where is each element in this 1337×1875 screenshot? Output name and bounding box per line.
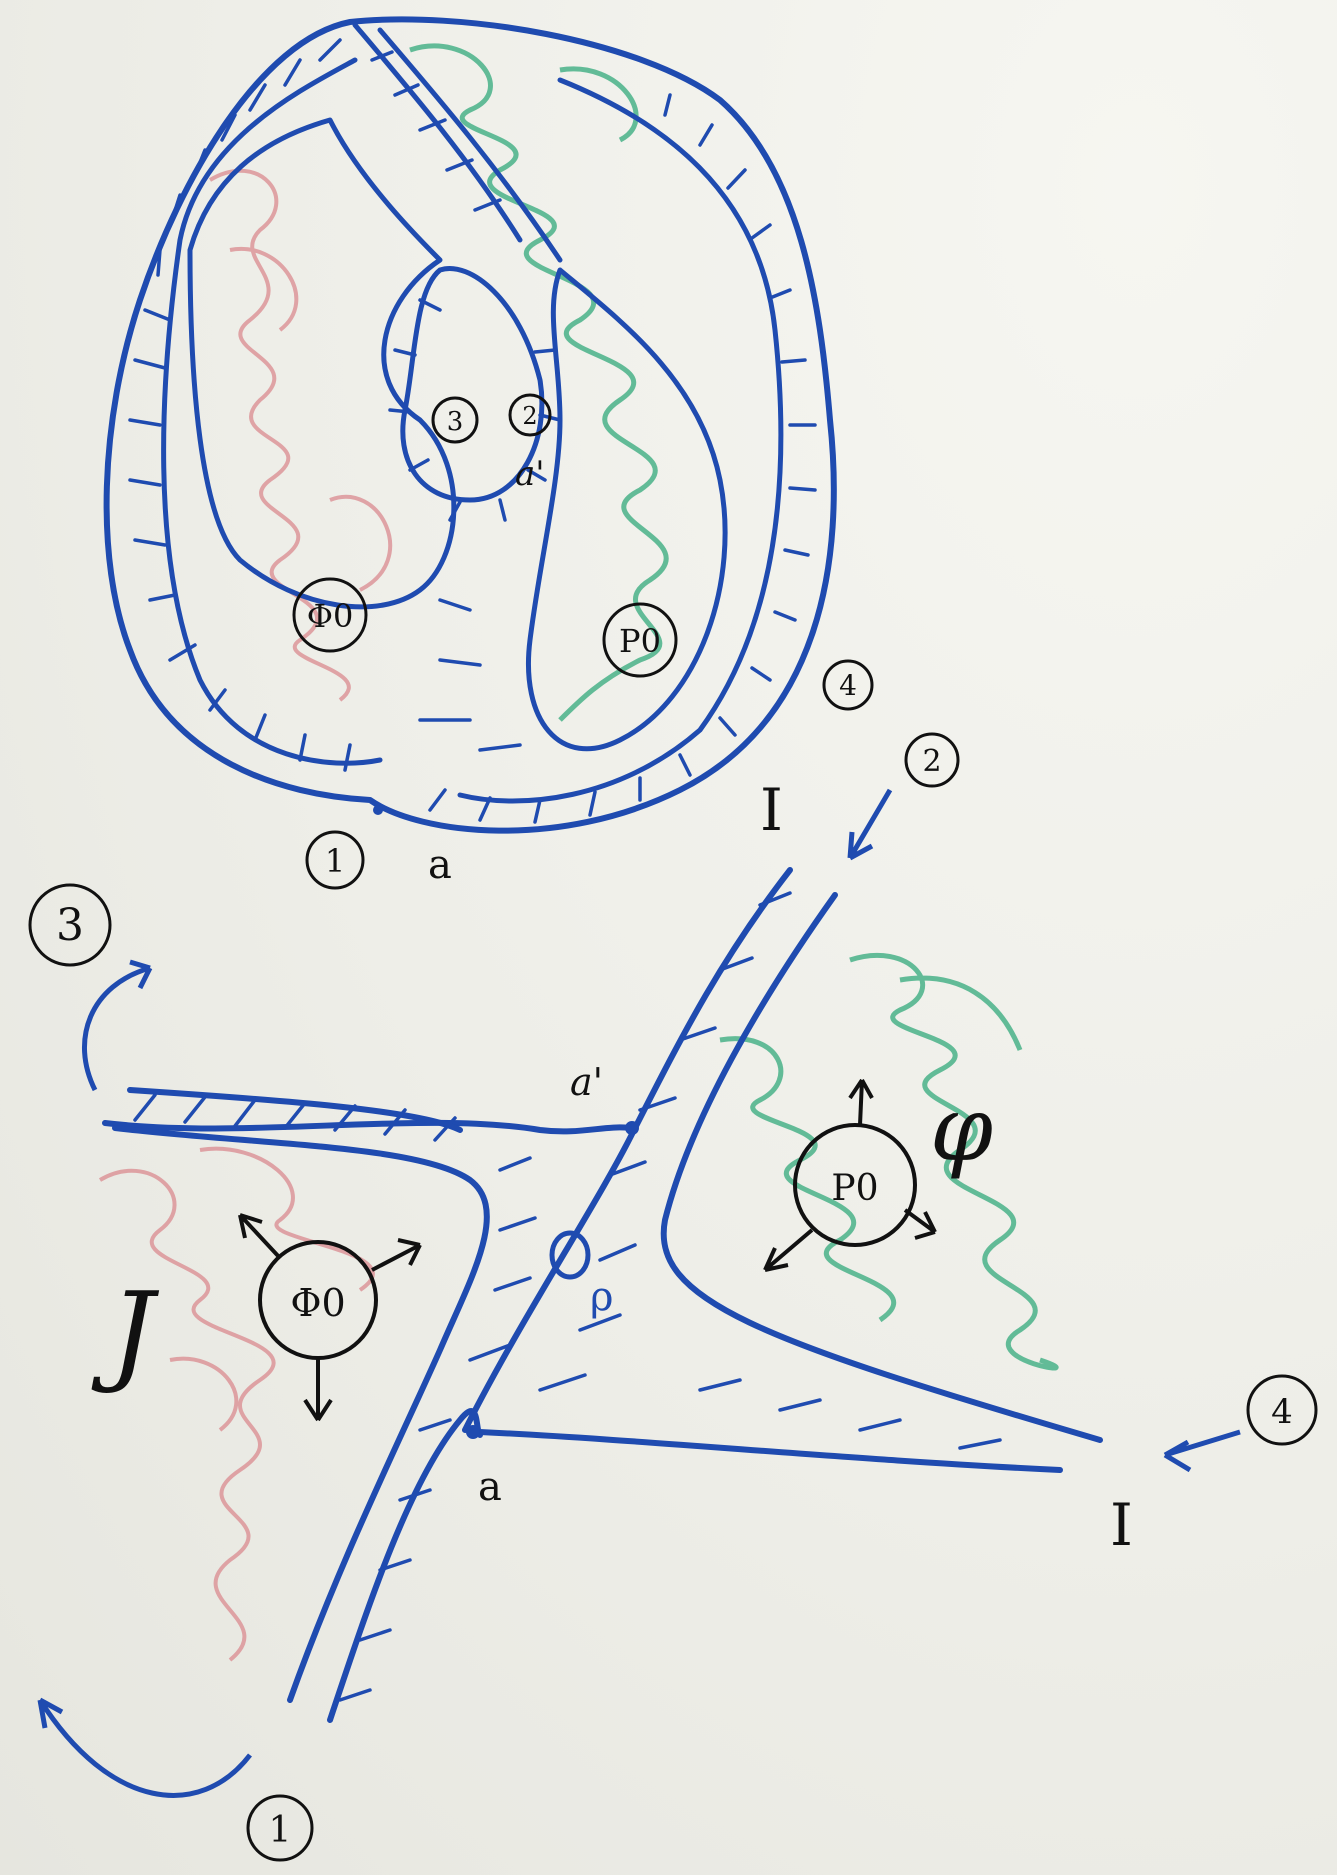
svg-text:2: 2 [522, 402, 537, 430]
bottom-point-a-label: a [478, 1464, 502, 1510]
top-inner-label-3: 3 [433, 398, 477, 442]
svg-text:4: 4 [839, 669, 857, 702]
svg-text:P0: P0 [619, 622, 661, 660]
svg-text:2: 2 [922, 744, 941, 779]
bottom-number-1-arrow: 1 [40, 1700, 312, 1860]
bottom-diagram: a' a ρ [30, 734, 1316, 1860]
bottom-point-a-prime-dot [625, 1121, 639, 1135]
bottom-number-2-arrow: 2 [850, 734, 958, 858]
bottom-number-4-arrow: 4 [1165, 1376, 1316, 1470]
svg-text:Φ0: Φ0 [290, 1281, 345, 1325]
bottom-left-arm-top-edge [105, 1123, 630, 1132]
bottom-left-letter-j: J [91, 1268, 160, 1396]
svg-text:1: 1 [269, 1810, 292, 1851]
bottom-right-arm-bottom-edge [480, 1432, 1060, 1470]
bottom-lower-leg-edge [330, 1411, 480, 1720]
bottom-rho-label: ρ [590, 1274, 614, 1320]
top-left-red-shading [210, 171, 390, 700]
bottom-point-a-dot [466, 1425, 480, 1439]
svg-text:P0: P0 [831, 1168, 878, 1209]
top-diagram: Φ0 P0 3 2 a' 4 a 1 [107, 19, 872, 888]
bottom-band-right-edge [664, 895, 1100, 1440]
bottom-axis-label-right: I [1110, 1491, 1133, 1559]
bottom-number-3-arrow: 3 [30, 885, 150, 1090]
bottom-left-red-shading [100, 1149, 373, 1660]
bottom-rho-source: P0 [765, 1080, 935, 1270]
svg-text:4: 4 [1271, 1392, 1293, 1432]
bottom-hatching [135, 893, 1000, 1700]
top-point-a-dot [373, 805, 383, 815]
top-point-a-prime: a' [515, 454, 545, 494]
svg-text:1: 1 [325, 842, 345, 880]
top-boundary-label-4: 4 [824, 661, 872, 709]
top-rho-region-boundary [528, 270, 725, 749]
bottom-right-letter-phi: φ [930, 1077, 993, 1182]
bottom-band-left-edge [465, 870, 790, 1430]
top-phi-label: Φ0 [294, 579, 366, 651]
svg-text:3: 3 [56, 900, 84, 951]
top-point-a-label: a [428, 842, 452, 888]
bottom-right-green-shading [720, 955, 1056, 1368]
bottom-left-corner-edge [115, 1128, 487, 1700]
top-number-1: 1 [307, 832, 363, 888]
svg-text:Φ0: Φ0 [307, 597, 354, 635]
bottom-axis-label-top: I [760, 776, 783, 844]
svg-text:3: 3 [447, 407, 464, 437]
bottom-point-a-prime-label: a' [570, 1060, 603, 1104]
